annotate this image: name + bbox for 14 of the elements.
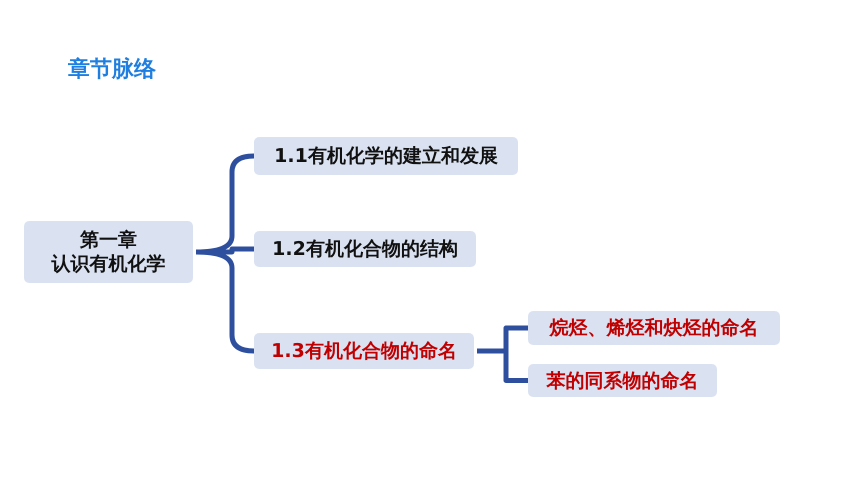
topic-text: 苯的同系物的命名 xyxy=(546,368,698,392)
title: 章节脉络 xyxy=(68,56,156,84)
topic-box xyxy=(254,231,476,267)
topic-text: 烷烃、烯烃和炔烃的命名 xyxy=(550,316,758,340)
topic-box xyxy=(254,137,518,175)
topic-text: 1.3有机化合物的命名 xyxy=(271,339,457,363)
topic-text: 1.2有机化合物的结构 xyxy=(272,237,458,261)
topic-text: 1.1有机化学的建立和发展 xyxy=(274,144,498,168)
topic-box xyxy=(254,333,474,369)
topic-box xyxy=(24,221,193,283)
topic-text: 认识有机化学 xyxy=(52,252,166,276)
topic-box xyxy=(528,364,717,397)
topic-text: 第一章 xyxy=(80,228,137,252)
topic-box xyxy=(528,311,780,345)
